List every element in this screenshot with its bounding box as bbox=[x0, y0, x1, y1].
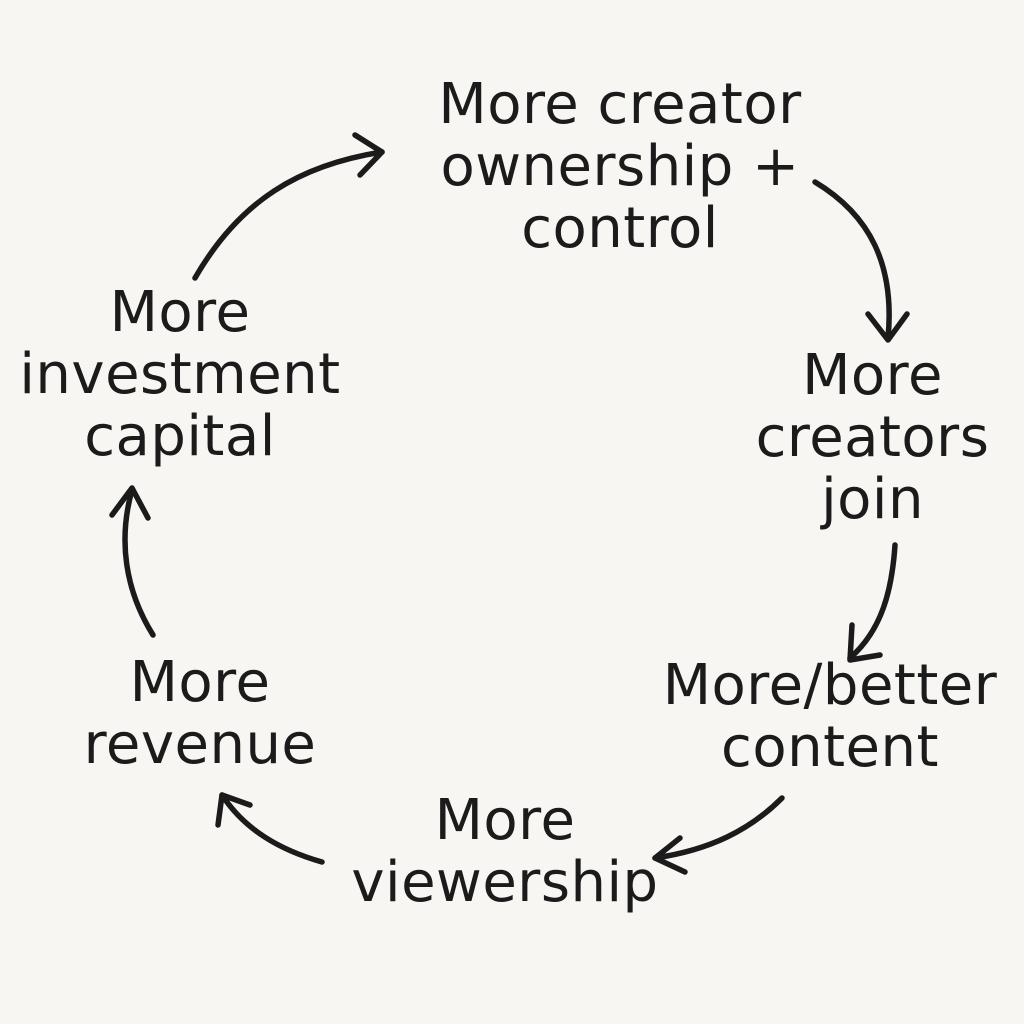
node-creators-join-line-3: join bbox=[821, 467, 924, 532]
arrow-viewership-to-revenue bbox=[215, 792, 325, 865]
arrow-content-to-viewership bbox=[652, 795, 785, 875]
node-investment: More investment capital bbox=[5, 282, 355, 468]
arrow-revenue-to-investment bbox=[109, 485, 156, 638]
node-creators-join: More creators join bbox=[735, 345, 1010, 531]
node-ownership-line-1: More creator bbox=[438, 72, 802, 137]
node-viewership: More viewership bbox=[335, 790, 675, 914]
node-creators-join-line-2: creators bbox=[755, 405, 990, 470]
node-ownership: More creator ownership + control bbox=[400, 74, 840, 260]
node-revenue-line-2: revenue bbox=[83, 712, 317, 777]
node-viewership-line-2: viewership bbox=[351, 850, 659, 915]
node-revenue: More revenue bbox=[70, 652, 330, 776]
node-creators-join-line-1: More bbox=[802, 343, 943, 408]
node-viewership-line-1: More bbox=[434, 788, 576, 853]
node-investment-line-1: More bbox=[109, 280, 251, 345]
arrow-creators-join-to-content bbox=[847, 542, 898, 663]
arrow-ownership-to-creators-join bbox=[812, 179, 910, 343]
node-content: More/better content bbox=[650, 655, 1010, 779]
node-investment-line-3: capital bbox=[84, 404, 276, 469]
node-revenue-line-1: More bbox=[129, 650, 271, 715]
node-ownership-line-2: ownership + bbox=[440, 134, 800, 199]
node-investment-line-2: investment bbox=[19, 342, 341, 407]
node-content-line-2: content bbox=[721, 715, 939, 780]
arrow-investment-to-ownership bbox=[192, 132, 385, 281]
node-ownership-line-3: control bbox=[521, 196, 719, 261]
node-content-line-1: More/better bbox=[662, 653, 998, 718]
